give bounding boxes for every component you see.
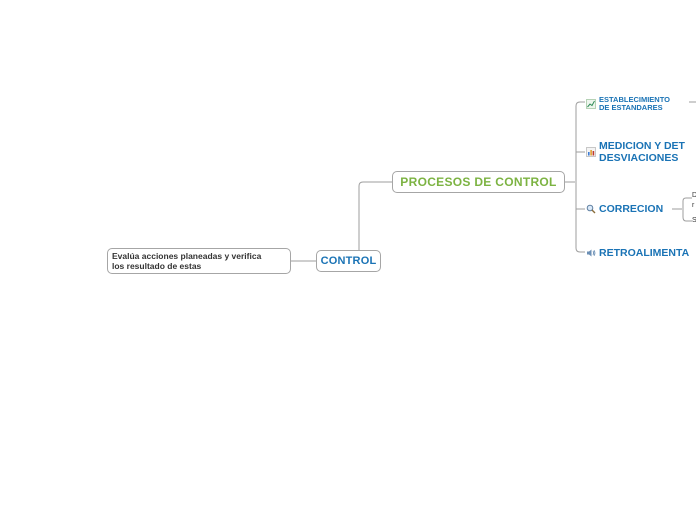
topic-correcion-label: CORRECION — [599, 203, 664, 215]
process-label: PROCESOS DE CONTROL — [400, 175, 557, 189]
topic-establecimiento-line-1: ESTABLECIMIENTO — [599, 95, 670, 104]
topic-establecimiento[interactable]: ESTABLECIMIENTO DE ESTANDARES — [586, 96, 670, 112]
topic-establecimiento-label: ESTABLECIMIENTO DE ESTANDARES — [599, 96, 670, 112]
process-node[interactable]: PROCESOS DE CONTROL — [392, 171, 565, 193]
speaker-icon — [586, 248, 596, 258]
topic-correcion[interactable]: CORRECION — [586, 203, 663, 215]
description-node[interactable]: Evalúa acciones planeadas y verifica los… — [107, 248, 291, 274]
root-node-control[interactable]: CONTROL — [316, 250, 381, 272]
description-line-2: los resultado de estas — [112, 261, 202, 271]
chart-line-icon — [586, 99, 596, 109]
topic-establecimiento-line-2: DE ESTANDARES — [599, 103, 663, 112]
description-line-1: Evalúa acciones planeadas y verifica — [112, 251, 262, 261]
bar-chart-icon — [586, 147, 596, 157]
correcion-subitem-2[interactable]: r — [692, 202, 695, 209]
topic-medicion[interactable]: MEDICION Y DET DESVIACIONES — [586, 140, 685, 164]
correcion-subitem-1[interactable]: D — [692, 192, 696, 199]
topic-medicion-label: MEDICION Y DET DESVIACIONES — [599, 140, 685, 164]
description-text: Evalúa acciones planeadas y verifica los… — [112, 251, 261, 271]
correcion-subitem-3[interactable]: S — [692, 217, 696, 224]
magnifier-icon — [586, 204, 596, 214]
topic-medicion-line-2: DESVIACIONES — [599, 152, 679, 164]
topic-medicion-line-1: MEDICION Y DET — [599, 140, 685, 152]
topic-retroalimentacion[interactable]: RETROALIMENTA — [586, 247, 689, 259]
topic-retroalimentacion-label: RETROALIMENTA — [599, 247, 690, 259]
root-label: CONTROL — [320, 255, 377, 267]
